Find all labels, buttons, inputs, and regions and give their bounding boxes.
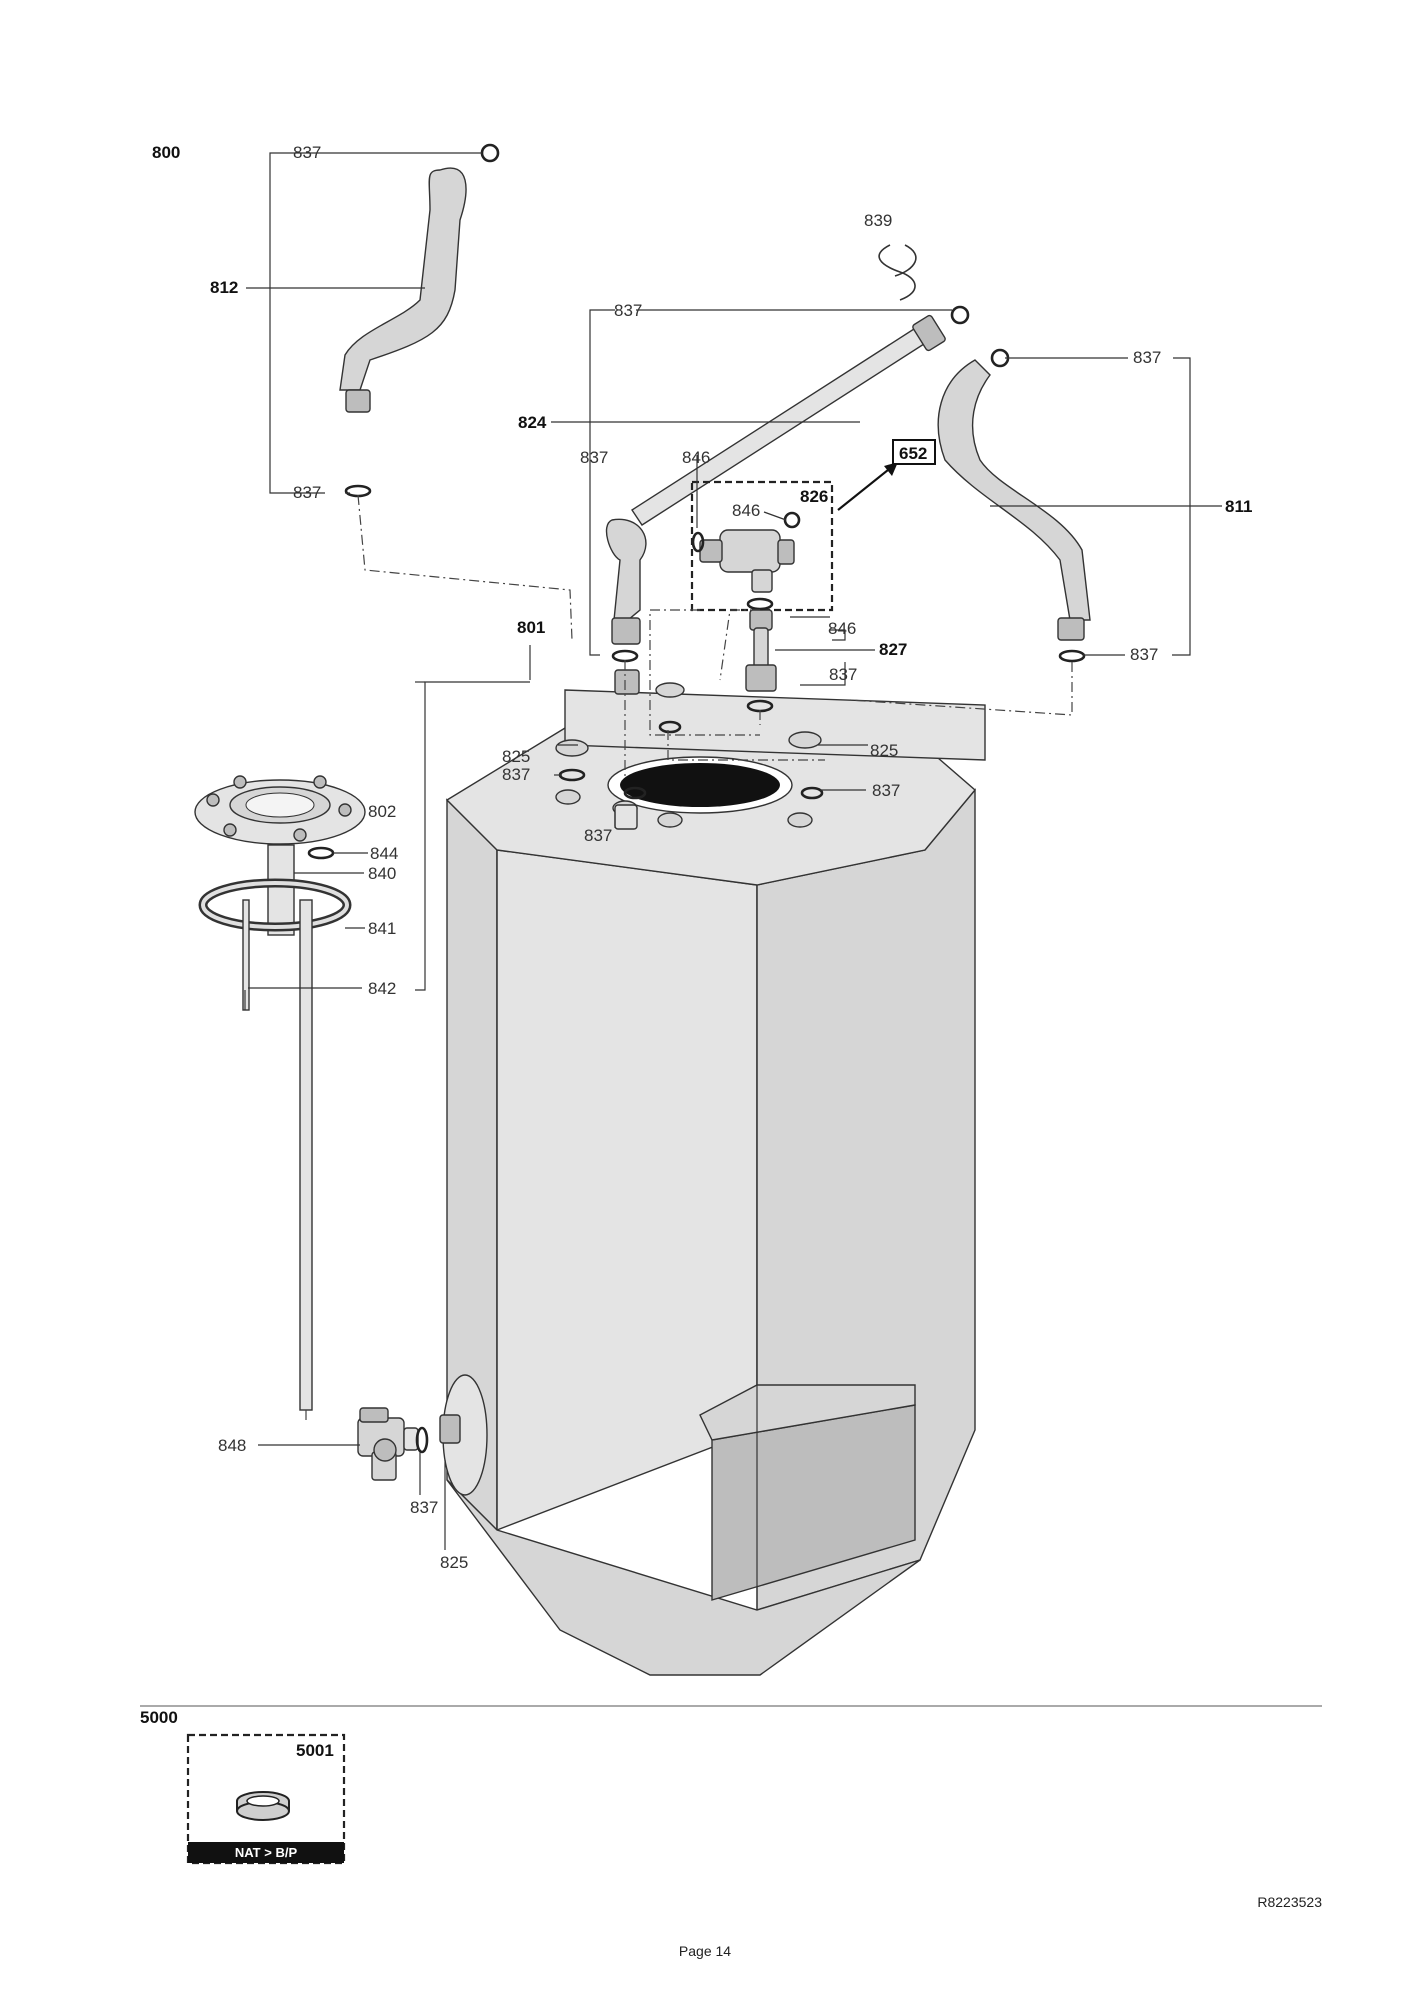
ref-box-652 [892, 439, 936, 465]
seal-837-812-top [480, 143, 500, 163]
connector-827 [745, 609, 777, 692]
label-837-j: 837 [584, 826, 612, 845]
kit-tag: NAT > B/P [235, 1845, 298, 1860]
label-5000: 5000 [140, 1708, 178, 1727]
seal-837-elbow [611, 649, 639, 663]
label-837-k: 837 [410, 1498, 438, 1517]
seal-837-tank-top [658, 720, 682, 734]
label-844: 844 [370, 844, 398, 863]
valve-826-box [690, 480, 834, 612]
heating-element-802 [194, 775, 366, 845]
label-812: 812 [210, 278, 238, 297]
label-825-a: 825 [502, 747, 530, 766]
seal-837-drain [415, 1426, 429, 1454]
leader-lines [244, 152, 1222, 1550]
seal-837-flange-left [623, 786, 647, 800]
label-825-c: 825 [440, 1553, 468, 1572]
label-837-a: 837 [293, 143, 321, 162]
seal-837-flange-right [800, 786, 824, 800]
seal-844 [307, 846, 335, 860]
label-827: 827 [879, 640, 907, 659]
drain-socket [439, 1374, 488, 1496]
label-846-b: 846 [732, 501, 760, 520]
label-837-h: 837 [502, 765, 530, 784]
tank-body [445, 689, 986, 1676]
sleeve-840 [267, 844, 295, 936]
callout-labels: 800 837 812 837 839 837 837 824 837 846 … [152, 143, 1252, 1572]
plug-837 [614, 804, 638, 830]
label-846-a: 846 [682, 448, 710, 467]
label-841: 841 [368, 919, 396, 938]
label-811: 811 [1225, 497, 1252, 516]
page-number: Page 14 [679, 1943, 731, 1959]
label-825-b: 825 [870, 741, 898, 760]
kit-5001-box [186, 1733, 346, 1865]
pipe-811-nut [1057, 617, 1085, 641]
pipe-812-nut [345, 389, 371, 413]
label-5001: 5001 [296, 1741, 334, 1760]
label-837-e: 837 [580, 448, 608, 467]
label-837-g: 837 [829, 665, 857, 684]
label-840: 840 [368, 864, 396, 883]
rod-842 [299, 899, 313, 1411]
elbow-pipe [605, 518, 647, 621]
gasket-5001-icon [236, 1791, 290, 1821]
label-802: 802 [368, 802, 396, 821]
label-824: 824 [518, 413, 547, 432]
pipe-811 [937, 359, 1091, 621]
label-837-d: 837 [1133, 348, 1161, 367]
label-842: 842 [368, 979, 396, 998]
seal-837-811-bottom [1058, 649, 1086, 663]
label-800: 800 [152, 143, 180, 162]
valve-826 [699, 529, 795, 593]
reference-number: R8223523 [1257, 1894, 1322, 1910]
seal-846-827 [746, 597, 774, 611]
label-839: 839 [864, 211, 892, 230]
seal-837-812-bottom [344, 484, 372, 498]
label-837-i: 837 [872, 781, 900, 800]
label-837-f: 837 [1130, 645, 1158, 664]
label-837-c: 837 [614, 301, 642, 320]
pipe-812 [339, 167, 467, 391]
label-846-c: 846 [828, 619, 856, 638]
label-837-b: 837 [293, 483, 321, 502]
clip-839 [878, 244, 917, 301]
seal-846-right [783, 511, 801, 529]
seal-837-824-top [950, 305, 970, 325]
arrow-652 [837, 465, 894, 511]
assembly-axes [305, 494, 1073, 1420]
label-652: 652 [899, 444, 927, 463]
drain-valve-848 [357, 1407, 419, 1481]
label-826: 826 [800, 487, 828, 506]
label-848: 848 [218, 1436, 246, 1455]
tank-top-sockets [555, 682, 822, 828]
seal-846-left [691, 531, 705, 553]
kit-tag-bar [188, 1842, 344, 1863]
label-801: 801 [517, 618, 545, 637]
